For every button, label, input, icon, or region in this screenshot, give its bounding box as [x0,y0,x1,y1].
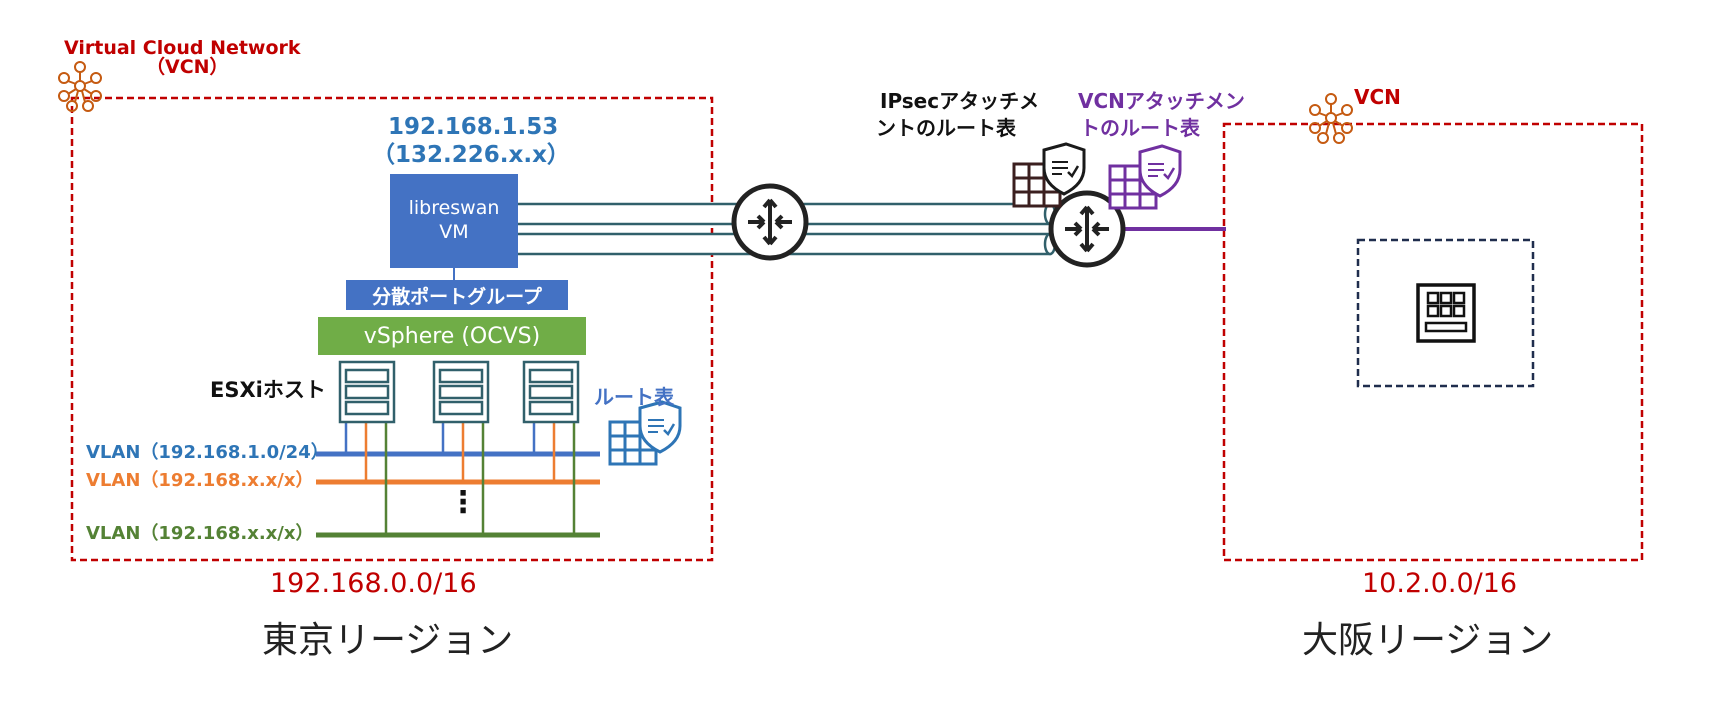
router-icon [1048,190,1126,268]
server-icon [432,360,490,424]
vm-private-ip: 192.168.1.53 [388,114,559,140]
route-table-label: ルート表 [594,385,674,409]
vlan-label-3: VLAN（192.168.x.x/x） [86,523,314,544]
esxi-host-label: ESXiホスト [210,378,326,402]
route-table-icon [1108,144,1182,210]
vcn-network-icon [58,61,102,112]
instance-icon [1416,283,1476,343]
vlan-ellipsis: ⋮ [448,485,478,520]
tokyo-vcn-boundary [70,96,714,562]
ipsec-route-table-label-2: ントのルート表 [876,116,1016,140]
osaka-subnet-boundary [1356,238,1535,388]
libreswan-vm: libreswan VM [390,174,518,268]
vlan-label-2: VLAN（192.168.x.x/x） [86,470,314,491]
router-icon [731,183,809,261]
osaka-cidr: 10.2.0.0/16 [1362,568,1518,599]
vm-type: VM [439,221,469,243]
route-table-icon [608,400,682,466]
route-table-icon [1012,142,1086,208]
server-icon [522,360,580,424]
osaka-region: 大阪リージョン [1302,620,1554,661]
server-icon [338,360,396,424]
vm-public-ip: （132.226.x.x） [372,142,570,168]
osaka-vcn-boundary [1222,122,1644,562]
vcn-network-icon [1309,93,1353,144]
tokyo-region: 東京リージョン [262,620,514,661]
osaka-vcn-title: VCN [1354,85,1401,109]
vsphere-ocvs: vSphere (OCVS) [318,317,586,355]
tokyo-cidr: 192.168.0.0/16 [270,568,477,599]
tokyo-vcn-subtitle: （VCN） [146,56,229,78]
vcn-attachment-route-table-label-2: トのルート表 [1080,116,1200,140]
tokyo-vcn-title: Virtual Cloud Network [64,37,301,59]
distributed-port-group: 分散ポートグループ [346,280,568,310]
ipsec-route-table-label-1: IPsecアタッチメ [880,89,1040,113]
vcn-attachment-route-table-label-1: VCNアタッチメン [1078,89,1245,113]
vlan-label-1: VLAN（192.168.1.0/24） [86,442,329,463]
vm-name: libreswan [408,197,500,220]
